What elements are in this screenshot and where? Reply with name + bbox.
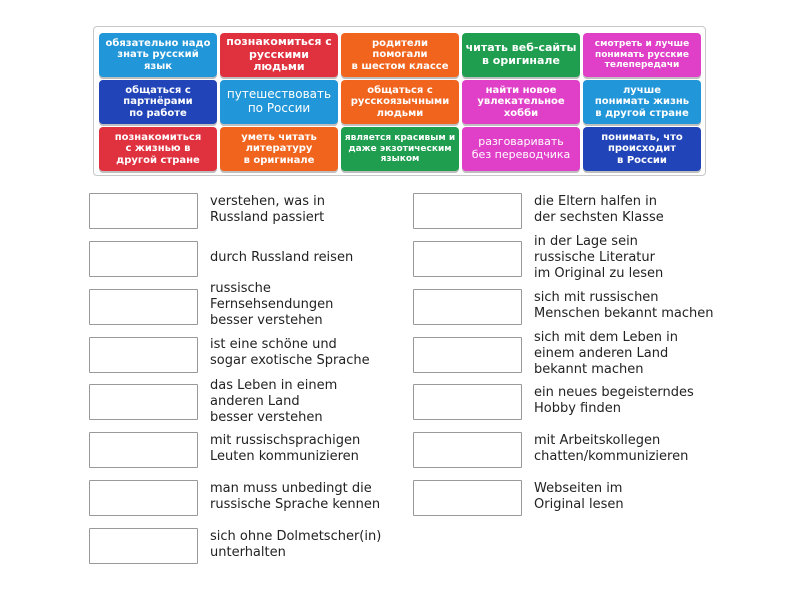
answer-tile[interactable]: смотреть и лучше понимать русские телепе… [583, 33, 701, 77]
drop-slot[interactable] [413, 480, 522, 516]
tile-label: понимать, что происходит в России [601, 131, 683, 166]
answer-tile[interactable]: познакомиться с русскими людьми [220, 33, 338, 77]
tile-label: найти новое увлекательное хобби [477, 84, 565, 119]
tile-label: является красивым и даже экзотическим яз… [344, 133, 456, 165]
drop-slot[interactable] [413, 432, 522, 468]
drop-slot[interactable] [413, 337, 522, 373]
drop-slot[interactable] [89, 528, 198, 564]
answer-tile[interactable]: найти новое увлекательное хобби [462, 80, 580, 124]
tile-label: лучше понимать жизнь в другой стране [594, 84, 690, 119]
prompt-label: sich mit dem Leben in einem anderen Land… [534, 330, 678, 377]
tile-label: читать веб-сайты в оригинале [465, 41, 577, 67]
answer-tile[interactable]: разговаривать без переводчика [462, 127, 580, 171]
answer-tile[interactable]: путешествовать по России [220, 80, 338, 124]
answer-tile[interactable]: является красивым и даже экзотическим яз… [341, 127, 459, 171]
drop-slot[interactable] [413, 193, 522, 229]
answer-tile[interactable]: родители помогали в шестом классе [341, 33, 459, 77]
prompt-label: mit Arbeitskollegen chatten/kommuniziere… [534, 433, 689, 464]
drop-slot[interactable] [89, 337, 198, 373]
prompt-label: in der Lage sein russische Literatur im … [534, 234, 664, 281]
tile-label: уметь читать литературу в оригинале [241, 131, 317, 166]
drop-slot[interactable] [89, 384, 198, 420]
answer-tile[interactable]: обязательно надо знать русский язык [99, 33, 217, 77]
answer-tile[interactable]: уметь читать литературу в оригинале [220, 127, 338, 171]
prompt-label: Webseiten im Original lesen [534, 481, 624, 512]
prompt-label: das Leben in einem anderen Land besser v… [210, 378, 338, 425]
drop-slot[interactable] [413, 289, 522, 325]
prompt-label: russische Fernsehsendungen besser verste… [210, 281, 334, 328]
drop-slot[interactable] [413, 384, 522, 420]
answer-tile[interactable]: познакомиться с жизнью в другой стране [99, 127, 217, 171]
prompt-label: ist eine schöne und sogar exotische Spra… [210, 337, 370, 368]
drop-slot[interactable] [413, 241, 522, 277]
prompt-label: mit russischsprachigen Leuten kommunizie… [210, 433, 361, 464]
drop-slot[interactable] [89, 480, 198, 516]
prompt-label: man muss unbedingt die russische Sprache… [210, 481, 381, 512]
tile-label: разговаривать без переводчика [471, 135, 571, 161]
tile-label: путешествовать по России [226, 87, 332, 115]
prompt-label: die Eltern halfen in der sechsten Klasse [534, 194, 664, 225]
answer-tile[interactable]: читать веб-сайты в оригинале [462, 33, 580, 77]
prompt-label: ein neues begeisterndes Hobby finden [534, 385, 694, 416]
drop-slot[interactable] [89, 289, 198, 325]
tile-label: обязательно надо знать русский язык [105, 37, 211, 72]
tile-label: общаться с партнёрами по работе [123, 84, 193, 119]
answer-tile[interactable]: общаться с русскоязычными людьми [341, 80, 459, 124]
tile-label: смотреть и лучше понимать русские телепе… [594, 39, 690, 71]
prompt-label: verstehen, was in Russland passiert [210, 194, 326, 225]
prompt-label: durch Russland reisen [210, 250, 354, 265]
prompt-label: sich ohne Dolmetscher(in) unterhalten [210, 529, 382, 560]
answer-tile[interactable]: общаться с партнёрами по работе [99, 80, 217, 124]
tile-label: познакомиться с жизнью в другой стране [114, 131, 202, 166]
answer-tile[interactable]: понимать, что происходит в России [583, 127, 701, 171]
tile-label: познакомиться с русскими людьми [226, 35, 332, 74]
drop-slot[interactable] [89, 193, 198, 229]
drop-slot[interactable] [89, 241, 198, 277]
answer-tile[interactable]: лучше понимать жизнь в другой стране [583, 80, 701, 124]
prompt-label: sich mit russischen Menschen bekannt mac… [534, 290, 714, 321]
drop-slot[interactable] [89, 432, 198, 468]
tile-label: общаться с русскоязычными людьми [350, 84, 450, 119]
tile-label: родители помогали в шестом классе [351, 37, 449, 72]
